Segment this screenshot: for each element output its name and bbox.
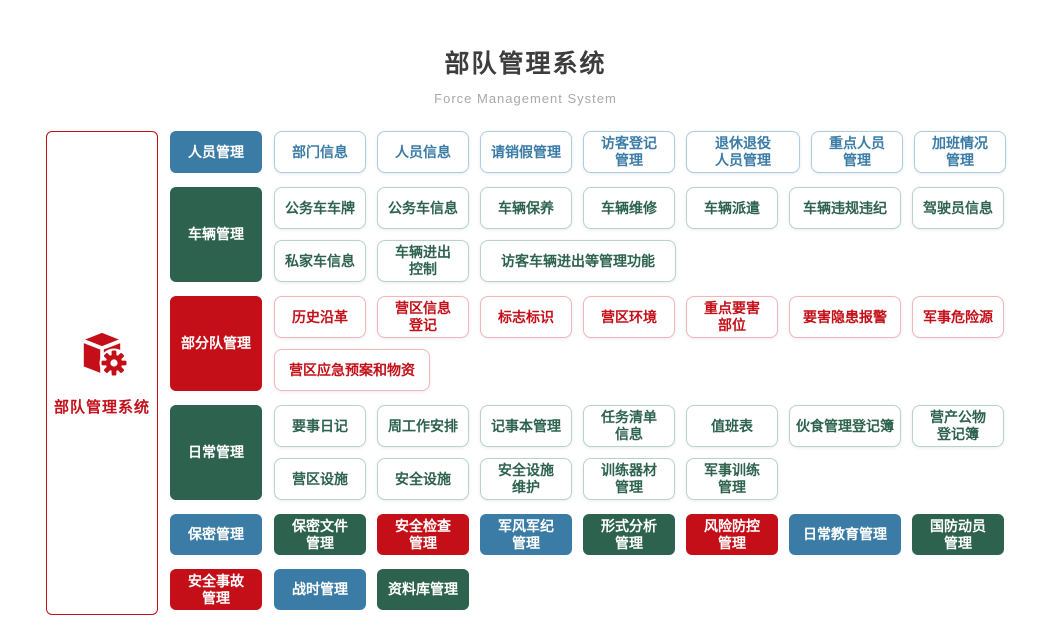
diagram-node: 历史沿革 (274, 296, 366, 338)
row-line: 历史沿革营区信息 登记标志标识营区环境重点要害 部位要害隐患报警军事危险源 (274, 296, 1004, 338)
row-lines: 公务车车牌公务车信息车辆保养车辆维修车辆派遣车辆违规违纪驾驶员信息私家车信息车辆… (274, 187, 1004, 282)
diagram-node: 营区环境 (583, 296, 675, 338)
diagram-node: 加班情况 管理 (914, 131, 1006, 173)
diagram-node: 训练器材 管理 (583, 458, 675, 500)
diagram-row: 车辆管理公务车车牌公务车信息车辆保养车辆维修车辆派遣车辆违规违纪驾驶员信息私家车… (170, 187, 1006, 282)
diagram-node: 车辆维修 (583, 187, 675, 229)
diagram-row: 日常管理要事日记周工作安排记事本管理任务清单 信息值班表伙食管理登记簿营产公物 … (170, 405, 1006, 500)
row-line: 要事日记周工作安排记事本管理任务清单 信息值班表伙食管理登记簿营产公物 登记簿 (274, 405, 1004, 447)
diagram-node: 伙食管理登记簿 (789, 405, 901, 447)
diagram-node: 营区设施 (274, 458, 366, 500)
category-node: 保密管理 (170, 514, 262, 555)
row-lines: 部门信息人员信息请销假管理访客登记 管理退休退役 人员管理重点人员 管理加班情况… (274, 131, 1006, 173)
diagram-node: 值班表 (686, 405, 778, 447)
diagram-node: 形式分析 管理 (583, 514, 675, 555)
diagram-node: 资料库管理 (377, 569, 469, 610)
diagram-node: 要害隐患报警 (789, 296, 901, 338)
diagram-node: 重点人员 管理 (811, 131, 903, 173)
diagram-node: 访客登记 管理 (583, 131, 675, 173)
diagram-node: 公务车车牌 (274, 187, 366, 229)
category-node: 日常管理 (170, 405, 262, 500)
diagram-node: 驾驶员信息 (912, 187, 1004, 229)
row-lines: 要事日记周工作安排记事本管理任务清单 信息值班表伙食管理登记簿营产公物 登记簿营… (274, 405, 1004, 500)
diagram-node: 请销假管理 (480, 131, 572, 173)
diagram: 部队管理系统 人员管理部门信息人员信息请销假管理访客登记 管理退休退役 人员管理… (46, 131, 1051, 615)
diagram-node: 公务车信息 (377, 187, 469, 229)
row-line: 营区应急预案和物资 (274, 349, 1004, 391)
category-node: 人员管理 (170, 131, 262, 173)
diagram-row: 人员管理部门信息人员信息请销假管理访客登记 管理退休退役 人员管理重点人员 管理… (170, 131, 1006, 173)
row-lines: 战时管理资料库管理 (274, 569, 469, 610)
diagram-node: 安全设施 (377, 458, 469, 500)
page-subtitle: Force Management System (434, 91, 617, 106)
row-line: 部门信息人员信息请销假管理访客登记 管理退休退役 人员管理重点人员 管理加班情况… (274, 131, 1006, 173)
row-line: 私家车信息车辆进出 控制访客车辆进出等管理功能 (274, 240, 1004, 282)
diagram-node: 日常教育管理 (789, 514, 901, 555)
diagram-node: 周工作安排 (377, 405, 469, 447)
diagram-node: 车辆保养 (480, 187, 572, 229)
row-lines: 历史沿革营区信息 登记标志标识营区环境重点要害 部位要害隐患报警军事危险源营区应… (274, 296, 1004, 391)
diagram-node: 营区应急预案和物资 (274, 349, 430, 391)
diagram-node: 车辆进出 控制 (377, 240, 469, 282)
diagram-node: 军事危险源 (912, 296, 1004, 338)
diagram-node: 任务清单 信息 (583, 405, 675, 447)
diagram-node: 国防动员 管理 (912, 514, 1004, 555)
row-line: 保密文件 管理安全检查 管理军风军纪 管理形式分析 管理风险防控 管理日常教育管… (274, 514, 1004, 555)
root-node-label: 部队管理系统 (53, 398, 150, 416)
page-title: 部队管理系统 (444, 50, 607, 78)
diagram-node: 战时管理 (274, 569, 366, 610)
diagram-node: 记事本管理 (480, 405, 572, 447)
row-lines: 保密文件 管理安全检查 管理军风军纪 管理形式分析 管理风险防控 管理日常教育管… (274, 514, 1004, 555)
diagram-row: 保密管理保密文件 管理安全检查 管理军风军纪 管理形式分析 管理风险防控 管理日… (170, 514, 1006, 555)
diagram-row: 部分队管理历史沿革营区信息 登记标志标识营区环境重点要害 部位要害隐患报警军事危… (170, 296, 1006, 391)
page-header: 部队管理系统 Force Management System (0, 0, 1051, 106)
diagram-node: 军风军纪 管理 (480, 514, 572, 555)
diagram-node: 部门信息 (274, 131, 366, 173)
diagram-node: 保密文件 管理 (274, 514, 366, 555)
diagram-node: 军事训练 管理 (686, 458, 778, 500)
diagram-node: 安全检查 管理 (377, 514, 469, 555)
diagram-node: 营区信息 登记 (377, 296, 469, 338)
diagram-node: 安全设施 维护 (480, 458, 572, 500)
diagram-node: 标志标识 (480, 296, 572, 338)
diagram-node: 风险防控 管理 (686, 514, 778, 555)
row-line: 营区设施安全设施安全设施 维护训练器材 管理军事训练 管理 (274, 458, 1004, 500)
diagram-node: 退休退役 人员管理 (686, 131, 800, 173)
root-node: 部队管理系统 (46, 131, 158, 615)
diagram-node: 营产公物 登记簿 (912, 405, 1004, 447)
diagram-row: 安全事故 管理战时管理资料库管理 (170, 569, 1006, 610)
diagram-node: 人员信息 (377, 131, 469, 173)
row-line: 公务车车牌公务车信息车辆保养车辆维修车辆派遣车辆违规违纪驾驶员信息 (274, 187, 1004, 229)
rows: 人员管理部门信息人员信息请销假管理访客登记 管理退休退役 人员管理重点人员 管理… (170, 131, 1006, 610)
category-node: 部分队管理 (170, 296, 262, 391)
category-node: 安全事故 管理 (170, 569, 262, 610)
diagram-node: 访客车辆进出等管理功能 (480, 240, 676, 282)
diagram-node: 重点要害 部位 (686, 296, 778, 338)
diagram-node: 车辆违规违纪 (789, 187, 901, 229)
diagram-node: 车辆派遣 (686, 187, 778, 229)
cube-gear-icon (74, 330, 130, 383)
category-node: 车辆管理 (170, 187, 262, 282)
diagram-node: 私家车信息 (274, 240, 366, 282)
diagram-node: 要事日记 (274, 405, 366, 447)
row-line: 战时管理资料库管理 (274, 569, 469, 610)
